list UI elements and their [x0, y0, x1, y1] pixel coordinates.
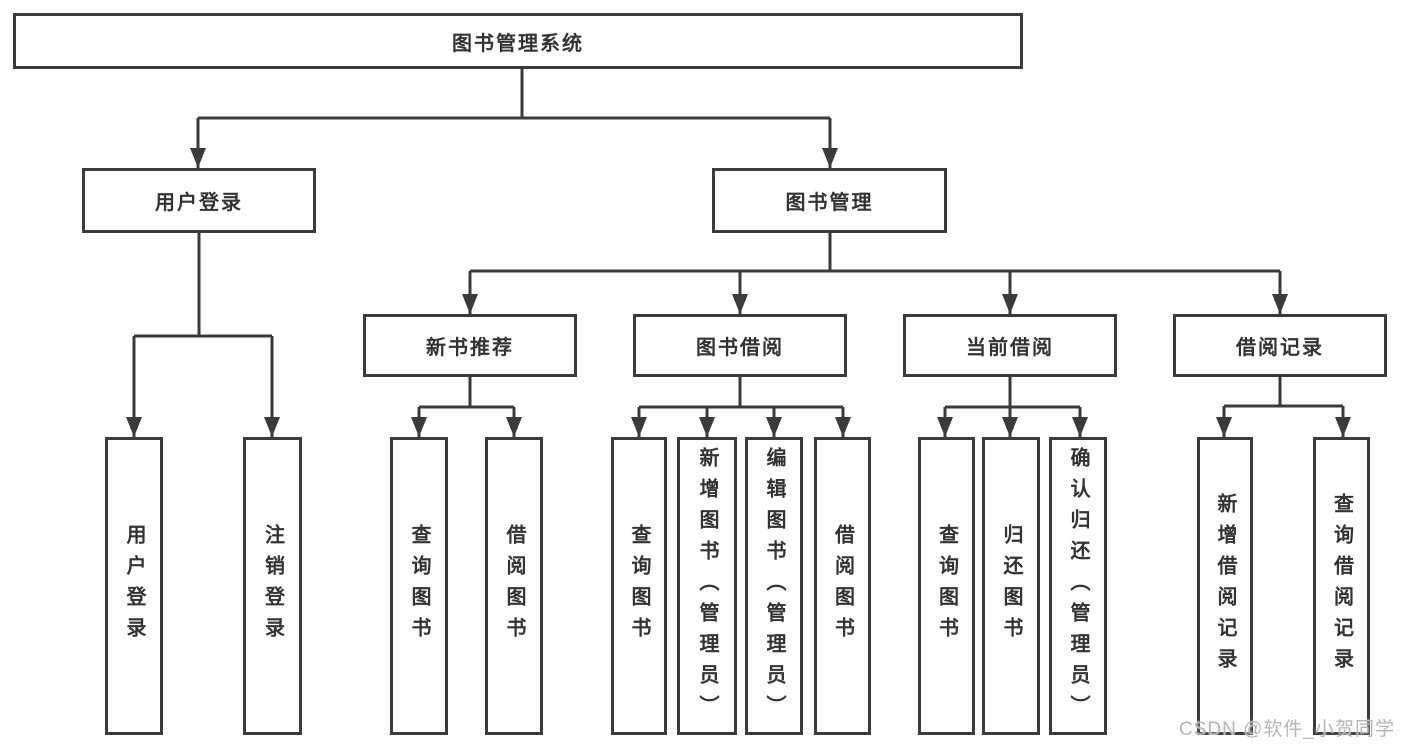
- node-leaf-rec-borrow: 借阅图书: [485, 437, 543, 735]
- node-book-borrow: 图书借阅: [633, 314, 847, 377]
- csdn-watermark: CSDN @软件_小贺同学: [1179, 719, 1395, 740]
- node-current-borrow: 当前借阅: [903, 314, 1117, 377]
- node-new-book-rec-label: 新书推荐: [426, 337, 514, 359]
- node-leaf-br-query-label: 查询借阅记录: [1330, 493, 1353, 679]
- node-leaf-user-login: 用户登录: [105, 437, 163, 735]
- node-root-label: 图书管理系统: [452, 32, 584, 55]
- node-leaf-rec-query-label: 查询图书: [408, 524, 430, 648]
- connector-book-borrow-trunk: [639, 377, 843, 409]
- connector-current-borrow-trunk: [945, 377, 1080, 409]
- node-book-mgmt-branch: 图书管理: [712, 168, 947, 233]
- node-leaf-cb-return: 归还图书: [982, 437, 1040, 735]
- node-new-book-rec: 新书推荐: [363, 314, 577, 377]
- node-book-mgmt-branch-label: 图书管理: [785, 192, 874, 214]
- node-leaf-bb-borrow-label: 借阅图书: [831, 524, 854, 648]
- node-borrow-records-label: 借阅记录: [1236, 337, 1324, 359]
- node-leaf-user-login-label: 用户登录: [123, 524, 145, 648]
- node-user-login-branch-label: 用户登录: [155, 192, 243, 214]
- node-leaf-br-add: 新增借阅记录: [1197, 437, 1253, 735]
- node-leaf-logout-label: 注销登录: [261, 524, 284, 648]
- node-leaf-bb-add: 新增图书（管理员）: [677, 437, 737, 735]
- node-leaf-bb-edit: 编辑图书（管理员）: [745, 437, 803, 735]
- node-leaf-cb-confirm-label: 确认归还（管理员）: [1067, 446, 1089, 726]
- node-borrow-records: 借阅记录: [1173, 314, 1387, 377]
- connector-book-mgmt-trunk: [470, 233, 1280, 273]
- connector-borrow-records-trunk: [1224, 377, 1343, 408]
- node-leaf-rec-query: 查询图书: [390, 437, 448, 735]
- node-leaf-cb-return-label: 归还图书: [1000, 524, 1022, 648]
- node-current-borrow-label: 当前借阅: [966, 337, 1054, 359]
- connector-user-login-trunk: [134, 233, 272, 338]
- connector-new-book-rec-trunk: [419, 377, 514, 409]
- node-leaf-bb-query-label: 查询图书: [628, 524, 650, 648]
- node-leaf-cb-query-label: 查询图书: [935, 524, 958, 648]
- node-leaf-bb-query: 查询图书: [611, 437, 667, 735]
- node-leaf-cb-query: 查询图书: [918, 437, 975, 735]
- node-leaf-rec-borrow-label: 借阅图书: [503, 524, 525, 648]
- node-leaf-logout: 注销登录: [243, 437, 302, 735]
- node-leaf-br-add-label: 新增借阅记录: [1214, 493, 1236, 679]
- node-leaf-bb-edit-label: 编辑图书（管理员）: [763, 446, 785, 726]
- node-user-login-branch: 用户登录: [82, 168, 316, 233]
- node-leaf-bb-borrow: 借阅图书: [814, 437, 871, 735]
- connector-root-trunk: [198, 68, 830, 120]
- node-book-borrow-label: 图书借阅: [696, 337, 784, 359]
- node-leaf-cb-confirm: 确认归还（管理员）: [1049, 437, 1107, 735]
- node-leaf-bb-add-label: 新增图书（管理员）: [696, 446, 718, 726]
- node-root: 图书管理系统: [13, 13, 1023, 69]
- node-leaf-br-query: 查询借阅记录: [1313, 437, 1370, 735]
